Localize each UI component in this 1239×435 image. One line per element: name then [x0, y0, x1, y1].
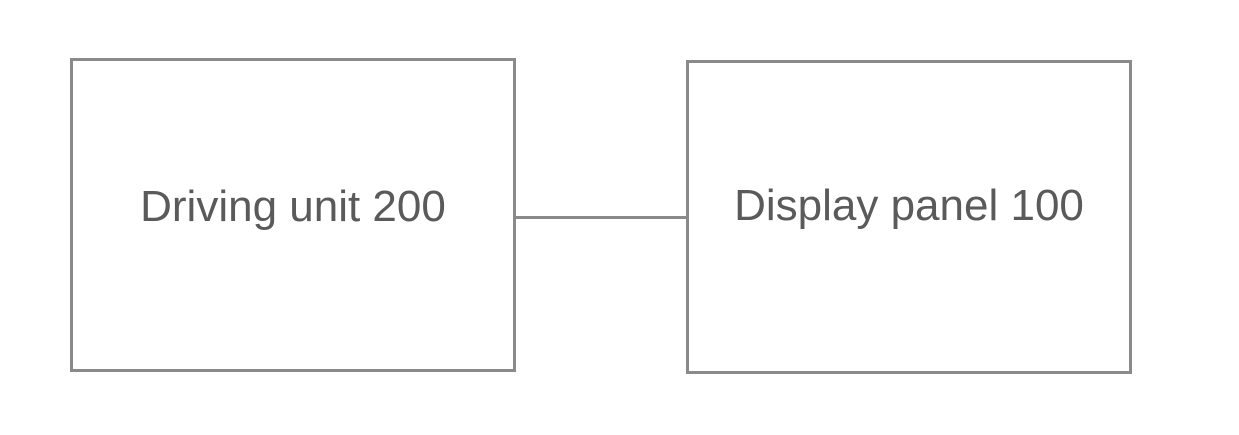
driving-unit-block: Driving unit 200 [70, 58, 516, 372]
display-panel-label: Display panel 100 [734, 184, 1084, 228]
display-panel-block: Display panel 100 [686, 60, 1132, 374]
connection-line [516, 216, 686, 219]
driving-unit-label: Driving unit 200 [140, 185, 446, 229]
